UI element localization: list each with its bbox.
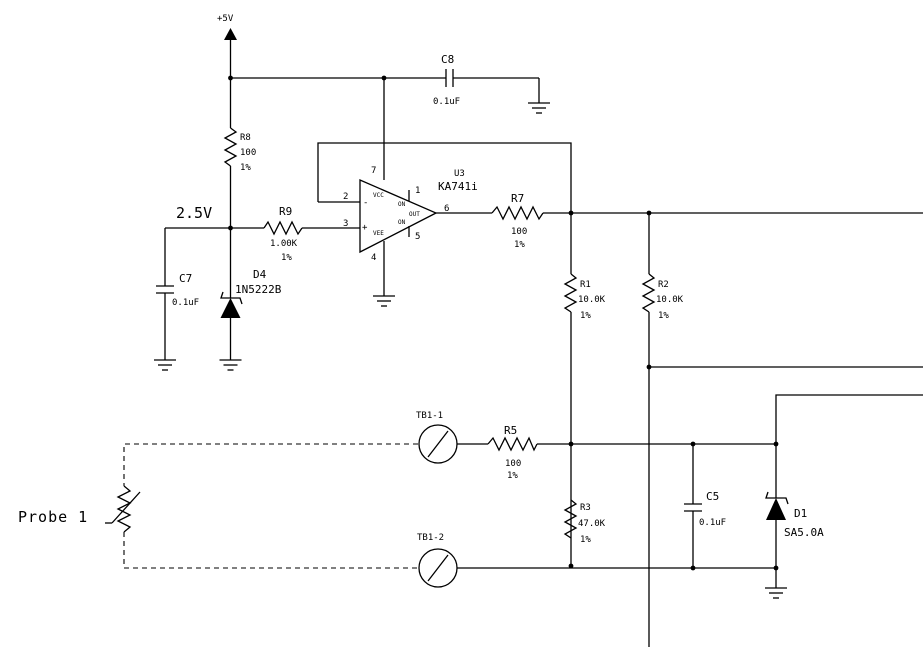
r1-ref: R1 xyxy=(580,280,591,290)
d1-ref: D1 xyxy=(794,507,807,520)
resistor-r3: R3 47.0K 1% xyxy=(563,499,606,545)
probe-thermistor: Probe 1 xyxy=(18,443,418,569)
pin-7: 7 xyxy=(371,166,376,176)
r9-value: 1.00K xyxy=(270,239,298,249)
ground-symbol xyxy=(154,359,176,371)
r3-value: 47.0K xyxy=(578,519,606,529)
junction-dot xyxy=(568,441,574,447)
resistor-r1: R1 10.0K 1% xyxy=(563,213,606,566)
d4-ref: D4 xyxy=(253,268,267,281)
r8-tolerance: 1% xyxy=(240,163,251,173)
r8-value: 100 xyxy=(240,148,256,158)
r2-ref: R2 xyxy=(658,280,669,290)
tb1-2-label: TB1-2 xyxy=(417,533,444,543)
feedback-wire xyxy=(317,142,572,213)
pin-6: 6 xyxy=(444,204,449,214)
r3-ref: R3 xyxy=(580,503,591,513)
capacitor-c5: C5 0.1uF xyxy=(684,444,726,568)
r1-tolerance: 1% xyxy=(580,311,591,321)
pin-2: 2 xyxy=(343,192,348,202)
pin-3: 3 xyxy=(343,219,348,229)
inverting-sign: - xyxy=(363,198,368,208)
opamp-u3: 2 3 7 4 6 1 5 - + VCC VEE ON ON OUT U3 K… xyxy=(318,166,492,307)
junction-dot xyxy=(773,565,779,571)
r7-value: 100 xyxy=(511,227,527,237)
resistor-r7: R7 100 1% xyxy=(491,192,923,250)
r9-tolerance: 1% xyxy=(281,253,292,263)
tb1-1-label: TB1-1 xyxy=(416,411,443,421)
vee-inner-label: VEE xyxy=(373,230,384,237)
pin-5: 5 xyxy=(415,232,420,242)
r5-value: 100 xyxy=(505,459,521,469)
u3-part: KA741i xyxy=(438,180,478,193)
ground-symbol xyxy=(219,359,242,371)
resistor-r5: R5 100 1% xyxy=(487,424,776,481)
r1-value: 10.0K xyxy=(578,295,606,305)
resistor-r8: R8 100 1% xyxy=(223,127,256,228)
junction-dot xyxy=(690,565,696,571)
junction-dot xyxy=(646,364,652,370)
noninverting-sign: + xyxy=(362,223,368,233)
on-inner-label-bottom: ON xyxy=(398,219,406,226)
vcc-inner-label: VCC xyxy=(373,192,384,199)
ground-symbol xyxy=(373,292,395,307)
out-inner-label: OUT xyxy=(409,211,420,218)
r5-ref: R5 xyxy=(504,424,517,437)
terminal-tb1-1: TB1-1 xyxy=(416,411,488,464)
on-inner-label-top: ON xyxy=(398,201,406,208)
r2-value: 10.0K xyxy=(656,295,684,305)
vcc-label: +5V xyxy=(217,14,234,24)
capacitor-c8: C8 0.1uF xyxy=(433,53,550,114)
c5-ref: C5 xyxy=(706,490,719,503)
reference-voltage-label: 2.5V xyxy=(176,204,212,222)
ground-symbol xyxy=(765,587,787,599)
resistor-r2: R2 10.0K 1% xyxy=(641,213,684,647)
tvs-diode-d1: D1 SA5.0A xyxy=(765,394,923,599)
c8-ref: C8 xyxy=(441,53,454,66)
pin-1: 1 xyxy=(415,186,420,196)
capacitor-c7: C7 0.1uF xyxy=(154,228,199,371)
u3-ref: U3 xyxy=(454,169,465,179)
r8-ref: R8 xyxy=(240,133,251,143)
d4-part: 1N5222B xyxy=(235,283,282,296)
c7-ref: C7 xyxy=(179,272,192,285)
r5-tolerance: 1% xyxy=(507,471,518,481)
r7-tolerance: 1% xyxy=(514,240,525,250)
resistor-r9: R9 1.00K 1% xyxy=(263,205,360,263)
vcc-supply: +5V xyxy=(217,14,237,128)
junction-dot xyxy=(228,75,233,81)
c7-value: 0.1uF xyxy=(172,298,199,308)
pin-4: 4 xyxy=(371,253,376,263)
ground-symbol xyxy=(528,102,550,114)
junction-dot xyxy=(568,563,574,569)
r9-ref: R9 xyxy=(279,205,292,218)
d1-part: SA5.0A xyxy=(784,526,824,539)
r2-tolerance: 1% xyxy=(658,311,669,321)
probe-label: Probe 1 xyxy=(18,508,88,526)
c8-value: 0.1uF xyxy=(433,97,460,107)
c5-value: 0.1uF xyxy=(699,518,726,528)
terminal-tb1-2: TB1-2 xyxy=(417,533,776,588)
zener-diode-d4: D4 1N5222B xyxy=(219,228,282,371)
r3-tolerance: 1% xyxy=(580,535,591,545)
r7-ref: R7 xyxy=(511,192,524,205)
